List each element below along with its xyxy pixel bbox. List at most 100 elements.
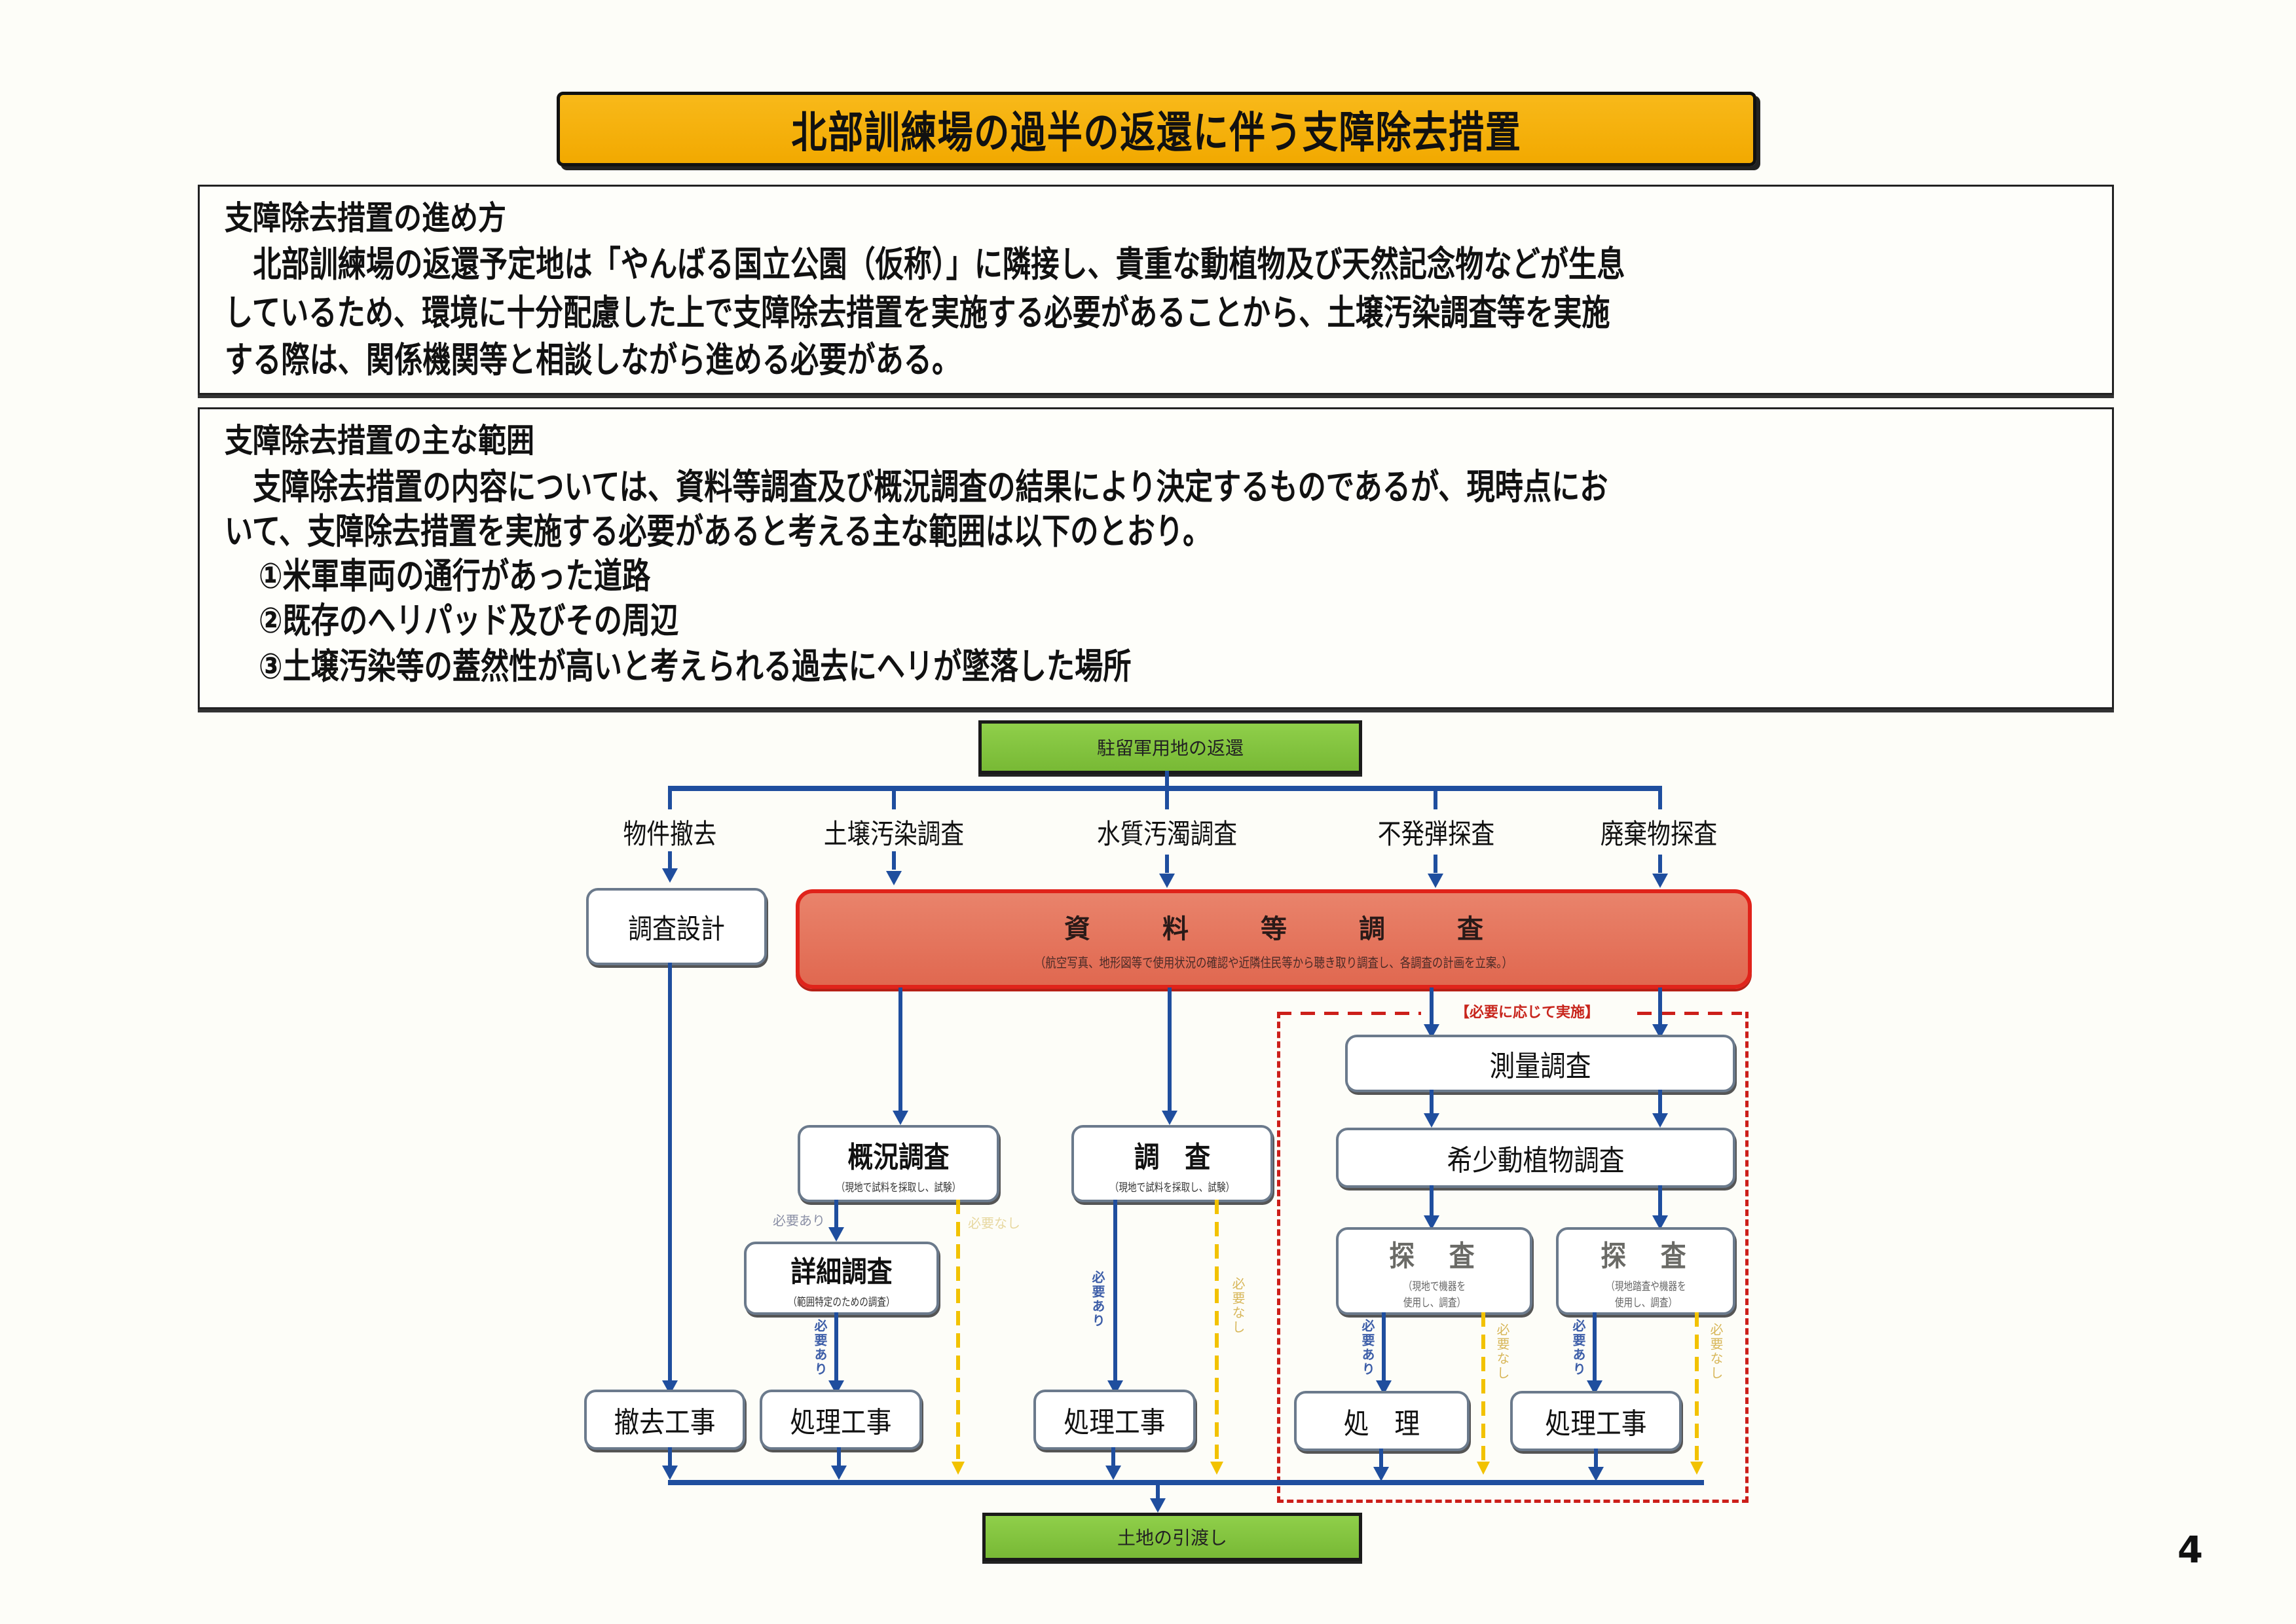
- document-survey-note: （航空写真、地形図等で使用状況の確認や近隣住民等から聴き取り調査し、各調査の計画…: [1035, 954, 1513, 970]
- work-label: 処 理: [1343, 1407, 1420, 1441]
- connector: [1434, 786, 1437, 809]
- document-survey-box: 資料等調査 （航空写真、地形図等で使用状況の確認や近隣住民等から聴き取り調査し、…: [796, 889, 1752, 989]
- detail-survey-box: 詳細調査 （範囲特定のための調査）: [744, 1242, 939, 1315]
- work-label: 処理工事: [1064, 1406, 1166, 1439]
- connector: [1658, 987, 1662, 1027]
- connector: [1430, 1090, 1434, 1116]
- connector: [1430, 1185, 1434, 1218]
- connector: [898, 987, 902, 1112]
- category-water: 水質汚濁調査: [1096, 818, 1238, 850]
- arrow-down-icon: [1652, 1215, 1668, 1230]
- page-number: 4: [2177, 1529, 2203, 1572]
- paragraph-line: しているため、環境に十分配慮した上で支障除去措置を実施する必要があることから、土…: [225, 292, 1610, 333]
- paragraph-line: する際は、関係機関等と相談しながら進める必要がある。: [225, 339, 961, 380]
- arrow-down-icon: [828, 1227, 844, 1242]
- category-soil: 土壌汚染調査: [823, 818, 965, 850]
- document-survey-label: 資料等調査: [1064, 913, 1555, 944]
- design-survey-box: 調査設計: [586, 888, 767, 965]
- work-box: 撤去工事: [584, 1390, 745, 1450]
- category-ordnance: 不発弾探査: [1377, 818, 1495, 850]
- not-needed-path: [1695, 1312, 1699, 1463]
- category-waste: 廃棄物探査: [1600, 818, 1718, 850]
- overview-survey-label: 概況調査: [847, 1140, 950, 1174]
- connector: [1382, 1312, 1386, 1382]
- dashed-border: [1277, 1012, 1421, 1015]
- measurement-survey-box: 測量調査: [1345, 1035, 1735, 1092]
- arrow-down-icon: [1162, 1111, 1177, 1125]
- exploration-note: 使用し、調査）: [1614, 1297, 1677, 1310]
- overview-survey-box: 概況調査 （現地で試料を採取し、試験）: [798, 1125, 999, 1202]
- water-survey-note: （現地で試料を採取し、試験）: [1109, 1181, 1235, 1194]
- start-label: 駐留軍用地の返還: [1096, 737, 1244, 759]
- detail-survey-label: 詳細調査: [790, 1255, 893, 1289]
- connector: [1434, 855, 1437, 873]
- connector: [1658, 855, 1662, 873]
- merge-line: [668, 1480, 1704, 1485]
- scope-item: ①米軍車両の通行があった道路: [259, 555, 651, 597]
- connector: [837, 1447, 841, 1471]
- arrow-down-icon: [886, 871, 902, 885]
- needed-label: 必要あり: [773, 1213, 825, 1228]
- arrow-down-icon: [1428, 874, 1443, 888]
- arrow-down-icon: [1424, 1113, 1439, 1128]
- exploration-label: 探 査: [1601, 1240, 1691, 1273]
- arrow-down-icon: [1588, 1467, 1604, 1481]
- not-needed-path: [1481, 1312, 1485, 1463]
- connector: [1379, 1449, 1383, 1472]
- connector: [668, 786, 672, 809]
- exploration-note: 使用し、調査）: [1403, 1297, 1466, 1310]
- connector: [834, 1312, 838, 1382]
- overview-survey-note: （現地で試料を採取し、試験）: [836, 1181, 961, 1194]
- paragraph-line: 支障除去措置の内容については、資料等調査及び概況調査の結果により決定するものであ…: [225, 466, 1608, 507]
- optional-zone: [1277, 1012, 1749, 1503]
- connector: [1658, 1090, 1662, 1116]
- arrow-down-icon: [1105, 1466, 1121, 1480]
- section-scope: 支障除去措置の主な範囲 支障除去措置の内容については、資料等調査及び概況調査の結…: [198, 407, 2114, 709]
- needed-label: 必要あり: [1570, 1319, 1586, 1376]
- exploration-box-2: 探 査 （現地踏査や機器を 使用し、調査）: [1556, 1227, 1735, 1315]
- connector: [1430, 987, 1434, 1027]
- arrow-down-icon: [1690, 1462, 1703, 1475]
- arrow-down-icon: [893, 1111, 908, 1125]
- connector: [668, 851, 672, 870]
- connector: [1156, 1483, 1160, 1501]
- section-approach: 支障除去措置の進め方 北部訓練場の返還予定地は「やんばる国立公園（仮称）」に隣接…: [198, 185, 2114, 395]
- connector: [1658, 786, 1662, 809]
- connector: [1165, 855, 1169, 873]
- dashed-border: [1637, 1012, 1742, 1015]
- needed-label: 必要あり: [1090, 1270, 1105, 1328]
- work-box: 処 理: [1294, 1391, 1470, 1451]
- arrow-down-icon: [1652, 1113, 1668, 1128]
- work-label: 処理工事: [790, 1406, 892, 1439]
- connector: [1594, 1449, 1598, 1472]
- connector: [834, 1200, 838, 1228]
- detail-survey-note: （範囲特定のための調査）: [788, 1295, 895, 1309]
- arrow-down-icon: [662, 1466, 678, 1480]
- connector: [1165, 786, 1169, 809]
- start-node: 駐留軍用地の返還: [978, 720, 1362, 774]
- scope-item: ②既存のヘリパッド及びその周辺: [259, 600, 679, 641]
- page-title: 北部訓練場の過半の返還に伴う支障除去措置: [791, 107, 1522, 158]
- arrow-down-icon: [1159, 874, 1175, 888]
- rare-species-box: 希少動植物調査: [1336, 1128, 1735, 1188]
- work-box: 処理工事: [1033, 1390, 1196, 1450]
- arrow-down-icon: [1477, 1462, 1490, 1475]
- connector: [892, 851, 896, 870]
- exploration-label: 探 査: [1389, 1240, 1479, 1273]
- exploration-note: （現地踏査や機器を: [1605, 1280, 1686, 1293]
- arrow-down-icon: [1373, 1467, 1389, 1481]
- rare-species-label: 希少動植物調査: [1447, 1144, 1625, 1177]
- work-label: 撤去工事: [614, 1406, 716, 1439]
- arrow-down-icon: [831, 1466, 847, 1480]
- arrow-down-icon: [1652, 874, 1668, 888]
- end-node: 土地の引渡し: [982, 1513, 1362, 1561]
- connector: [668, 963, 672, 1382]
- section-heading: 支障除去措置の主な範囲: [225, 422, 534, 460]
- connector: [1658, 1185, 1662, 1218]
- needed-label: 必要あり: [812, 1319, 828, 1376]
- arrow-down-icon: [662, 868, 678, 883]
- connector: [1168, 987, 1172, 1112]
- measurement-survey-label: 測量調査: [1489, 1050, 1591, 1083]
- water-survey-label: 調 査: [1134, 1140, 1211, 1174]
- connector: [1593, 1312, 1597, 1382]
